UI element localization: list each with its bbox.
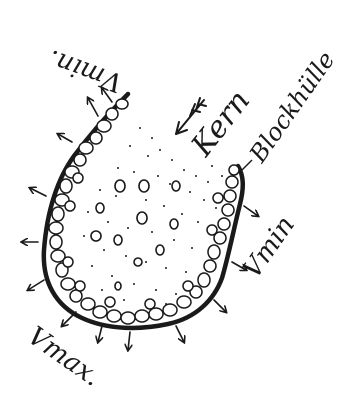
arrow-top-2	[88, 98, 98, 116]
core-blocks	[91, 180, 180, 290]
arrow-left-4	[28, 280, 44, 290]
arrow-bottom-1	[62, 312, 76, 326]
label-blockhuelle: Blockhülle	[243, 46, 340, 168]
arrow-bottom-3	[128, 332, 130, 350]
arrow-left-2	[30, 188, 46, 196]
arrow-right-3	[244, 206, 258, 216]
label-vmin-top: Vmin.	[44, 43, 126, 97]
arrow-bottom-2	[98, 326, 102, 342]
label-vmin-right: Vmin	[237, 211, 301, 284]
label-vmax: Vmax.	[22, 321, 106, 393]
arrow-left-1	[58, 134, 72, 142]
arrow-bottom-4	[176, 326, 184, 342]
arrow-right-1	[214, 300, 226, 312]
blockhuelle-leader	[242, 160, 252, 170]
